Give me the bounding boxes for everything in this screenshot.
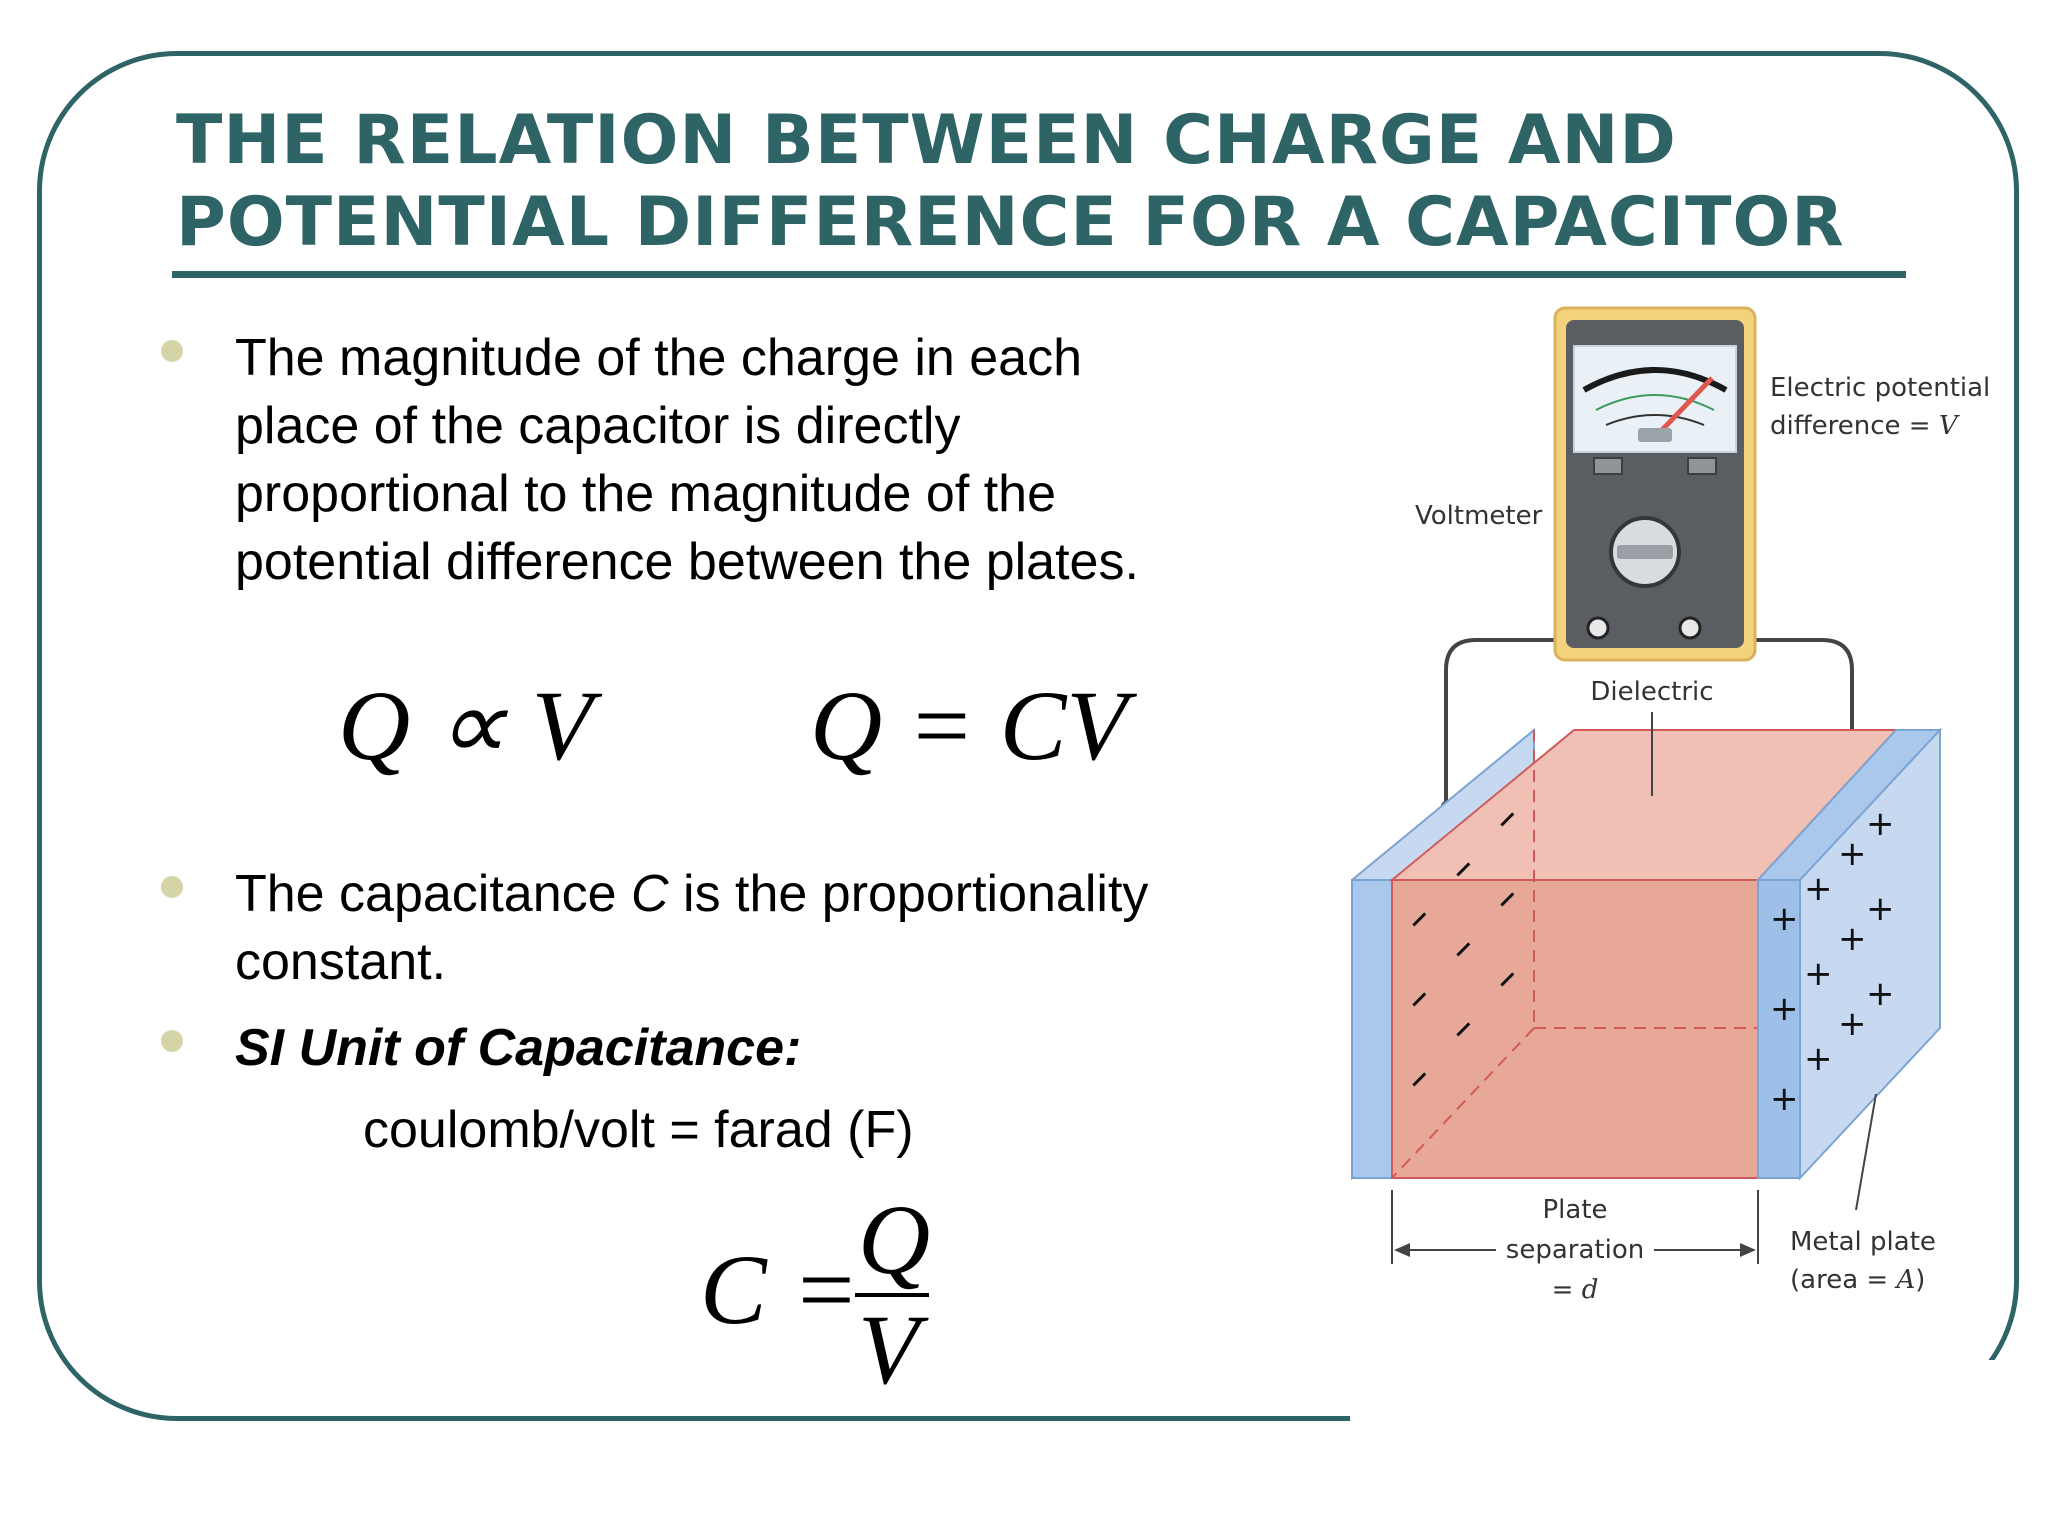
capacitance-variable: C (631, 865, 669, 923)
title-line-1: THE RELATION BETWEEN CHARGE AND (176, 101, 1677, 180)
positive-charge: + (1866, 889, 1895, 929)
left-lead-wire (1444, 638, 1600, 806)
positive-charge: + (1770, 899, 1799, 939)
separation-variable: d (1582, 1275, 1599, 1305)
voltmeter (1553, 306, 1757, 662)
bullet-dot-1 (161, 340, 183, 362)
fraction-bar (855, 1293, 929, 1297)
slide-frame (37, 51, 2019, 1421)
dielectric-label: Dielectric (1590, 677, 1713, 707)
bullet-2-text: The capacitance C is the proportionality… (235, 860, 1148, 996)
slide-title: THE RELATION BETWEEN CHARGE AND POTENTIA… (176, 100, 1845, 264)
positive-charge: + (1838, 919, 1867, 959)
dielectric-hidden-diagonal (1391, 1027, 1535, 1179)
potential-label-line-1: Electric potential (1770, 373, 1990, 403)
bullet-1-text: The magnitude of the charge in each plac… (235, 324, 1139, 596)
positive-charge: + (1770, 989, 1799, 1029)
si-unit-heading: SI Unit of Capacitance: (235, 1019, 802, 1077)
bullet-2-line-2: constant. (235, 933, 447, 991)
capacitance-numerator: Q (858, 1184, 931, 1295)
potential-label-prefix: difference = (1770, 411, 1939, 441)
capacitor-diagram: – – – – – – – – – + + + + + + + + + + + … (1351, 306, 1990, 1305)
bullet-1-line-3: proportional to the magnitude of the (235, 465, 1057, 523)
equation-q-equals-cv: Q = CV (810, 670, 1128, 781)
voltmeter-label: Voltmeter (1415, 501, 1543, 531)
positive-charge: + (1838, 834, 1867, 874)
metal-plate-leader (1855, 1093, 1877, 1211)
potential-label-line-2: difference = V (1770, 411, 1960, 441)
voltmeter-terminal-left (1586, 616, 1610, 640)
capacitance-denominator: V (858, 1294, 920, 1405)
metal-plate-label-line-1: Metal plate (1790, 1227, 1936, 1257)
plate-separation-prefix: = (1552, 1275, 1582, 1305)
separation-arrowhead-left (1394, 1243, 1410, 1257)
title-underline (172, 271, 1906, 278)
needle-pivot (1638, 428, 1672, 442)
positive-charge: + (1866, 974, 1895, 1014)
capacitance-lhs: C = (700, 1234, 860, 1345)
positive-charge: + (1770, 1079, 1799, 1119)
equation-proportional: Q ∝ V (338, 670, 593, 781)
bullet-2-line-1: The capacitance C is the proportionality (235, 860, 1148, 928)
bullet-2-post: is the proportionality (668, 865, 1149, 923)
bullet-dot-3 (161, 1030, 183, 1052)
bullet-dot-2 (161, 876, 183, 898)
right-metal-plate (1799, 727, 1941, 1181)
voltmeter-scale-inner (1605, 414, 1705, 426)
metal-plate-label-line-2: (area = A) (1790, 1265, 1925, 1295)
right-lead-wire (1720, 638, 1854, 806)
plate-separation-line-2: separation (1506, 1235, 1644, 1265)
metal-plate-prefix: (area = (1790, 1265, 1896, 1295)
voltmeter-right-button (1687, 457, 1717, 475)
voltmeter-scale-green (1595, 394, 1715, 411)
positive-charge: + (1866, 804, 1895, 844)
positive-charge: + (1838, 1004, 1867, 1044)
plate-separation-line-1: Plate (1542, 1195, 1607, 1225)
positive-charges: + + + + + + + + + + + + (1770, 804, 1895, 1119)
plate-separation-line-3: = d (1552, 1275, 1599, 1305)
voltmeter-terminal-right (1678, 616, 1702, 640)
left-plate-edge (1351, 879, 1393, 1179)
positive-charge: + (1804, 869, 1833, 909)
bullet-1-line-2: place of the capacitor is directly (235, 397, 961, 455)
knob-grip (1617, 545, 1673, 559)
bullet-1-line-1: The magnitude of the charge in each (235, 329, 1083, 387)
area-variable: A (1894, 1265, 1915, 1295)
si-unit-value: coulomb/volt = farad (F) (363, 1101, 914, 1159)
bullet-2-pre: The capacitance (235, 865, 632, 923)
voltmeter-left-button (1593, 457, 1623, 475)
positive-charge: + (1804, 954, 1833, 994)
positive-charge: + (1804, 1039, 1833, 1079)
title-line-2: POTENTIAL DIFFERENCE FOR A CAPACITOR (176, 183, 1845, 262)
frame-gap (1350, 1360, 2048, 1480)
potential-variable: V (1939, 411, 1960, 441)
metal-plate-suffix: ) (1915, 1265, 1925, 1295)
voltmeter-needle (1660, 376, 1714, 432)
bullet-1-line-4: potential difference between the plates. (235, 533, 1139, 591)
separation-arrowhead-right (1740, 1243, 1756, 1257)
